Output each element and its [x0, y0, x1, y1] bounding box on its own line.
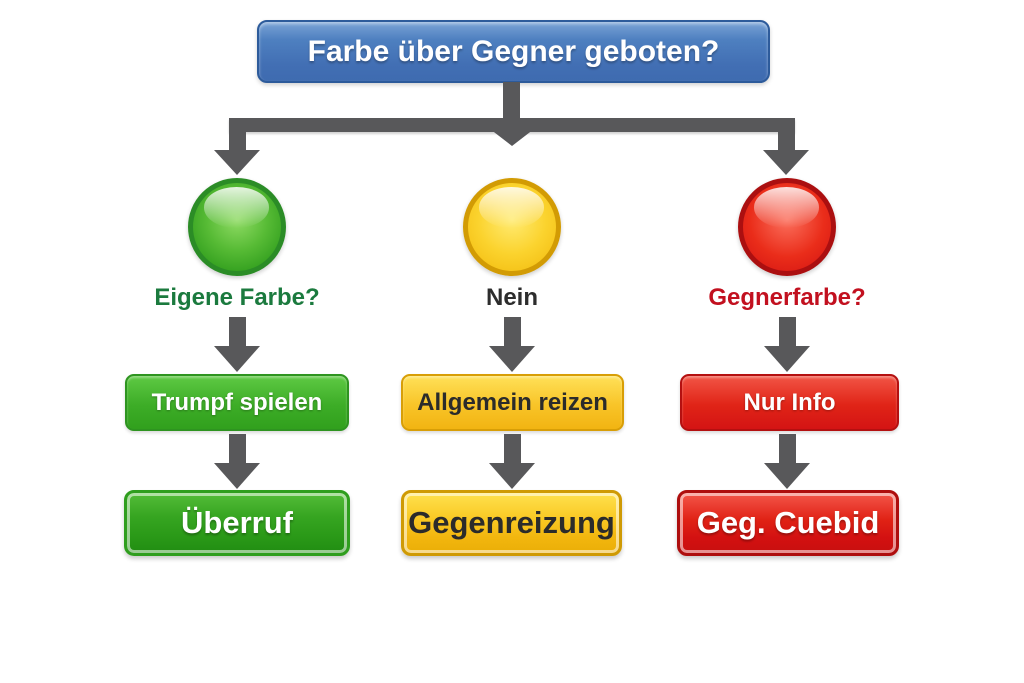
branch-red-question: Gegnerfarbe? — [708, 284, 866, 311]
branch-green-result-label: Überruf — [181, 505, 293, 540]
arrow-stem — [228, 317, 246, 346]
green-circle-icon — [188, 178, 286, 276]
arrow-stem — [228, 434, 246, 463]
arrow-down-icon — [490, 129, 534, 146]
arrow-down-icon — [764, 434, 810, 489]
arrow-stem — [503, 434, 521, 463]
branch-yellow-result-box: Gegenreizung — [401, 490, 622, 556]
branch-yellow-action-label: Allgemein reizen — [417, 388, 608, 416]
arrow-head — [489, 463, 535, 489]
arrow-head — [764, 346, 810, 372]
arrow-down-icon — [489, 434, 535, 489]
branch-red-result-box: Geg. Cuebid — [677, 490, 899, 556]
red-circle-icon — [738, 178, 836, 276]
arrow-head — [764, 463, 810, 489]
arrow-down-icon — [764, 317, 810, 372]
branch-green-result-box: Überruf — [124, 490, 350, 556]
branch-red-action-box: Nur Info — [680, 374, 899, 431]
connector-horizontal-bar — [229, 118, 795, 132]
arrow-down-icon — [214, 150, 260, 175]
branch-yellow-question: Nein — [485, 284, 538, 311]
connector-stem — [503, 82, 520, 119]
connector-drop-right — [778, 130, 795, 151]
arrow-stem — [778, 317, 796, 346]
root-question-box: Farbe über Gegner geboten? — [257, 20, 770, 83]
yellow-circle-icon — [463, 178, 561, 276]
arrow-down-icon — [763, 150, 809, 175]
arrow-head — [214, 346, 260, 372]
arrow-head — [489, 346, 535, 372]
branch-green-question: Eigene Farbe? — [154, 284, 320, 311]
branch-green-action-label: Trumpf spielen — [151, 388, 323, 416]
arrow-stem — [503, 317, 521, 346]
branch-yellow-action-box: Allgemein reizen — [401, 374, 624, 431]
branch-red-action-label: Nur Info — [743, 388, 836, 416]
arrow-head — [214, 463, 260, 489]
connector-drop-left — [229, 130, 246, 151]
arrow-stem — [778, 434, 796, 463]
root-question-label: Farbe über Gegner geboten? — [307, 34, 720, 68]
branch-red-result-label: Geg. Cuebid — [696, 505, 880, 540]
arrow-down-icon — [214, 317, 260, 372]
branch-yellow-result-label: Gegenreizung — [408, 505, 615, 540]
arrow-down-icon — [214, 434, 260, 489]
branch-green-action-box: Trumpf spielen — [125, 374, 349, 431]
arrow-down-icon — [489, 317, 535, 372]
